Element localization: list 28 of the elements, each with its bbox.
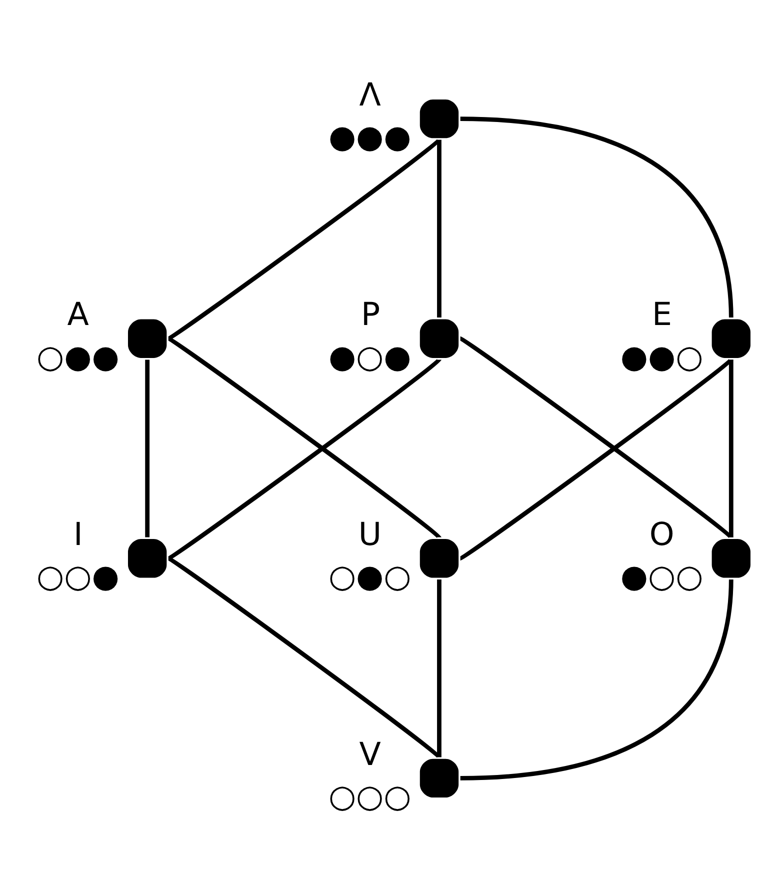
node-label: ●○○ — [620, 558, 704, 595]
connector — [167, 336, 441, 538]
connector — [437, 139, 442, 317]
connector — [460, 578, 734, 780]
connector — [167, 138, 441, 340]
node-label: A — [67, 296, 89, 333]
node-label: V — [359, 736, 381, 772]
node-label: O — [649, 516, 674, 553]
node-label: ●●● — [328, 119, 412, 156]
node-label: U — [358, 516, 382, 553]
connector — [167, 556, 441, 758]
connector — [728, 359, 734, 537]
connector — [459, 336, 733, 538]
node-label: ○○○ — [328, 778, 412, 815]
connector — [167, 358, 441, 560]
connector — [145, 359, 150, 537]
node-label: ○○● — [36, 558, 120, 595]
connector — [459, 358, 733, 560]
node-label: ○●● — [36, 338, 120, 375]
node-label: Λ — [359, 76, 381, 113]
node-label: ●●○ — [620, 338, 704, 375]
node-label: E — [652, 296, 672, 333]
node-label: I — [73, 516, 83, 553]
node-label: P — [360, 296, 380, 333]
node-label: ○●○ — [328, 558, 412, 595]
connector — [437, 579, 442, 757]
connector — [460, 116, 734, 318]
node-label: ●○● — [328, 338, 412, 375]
